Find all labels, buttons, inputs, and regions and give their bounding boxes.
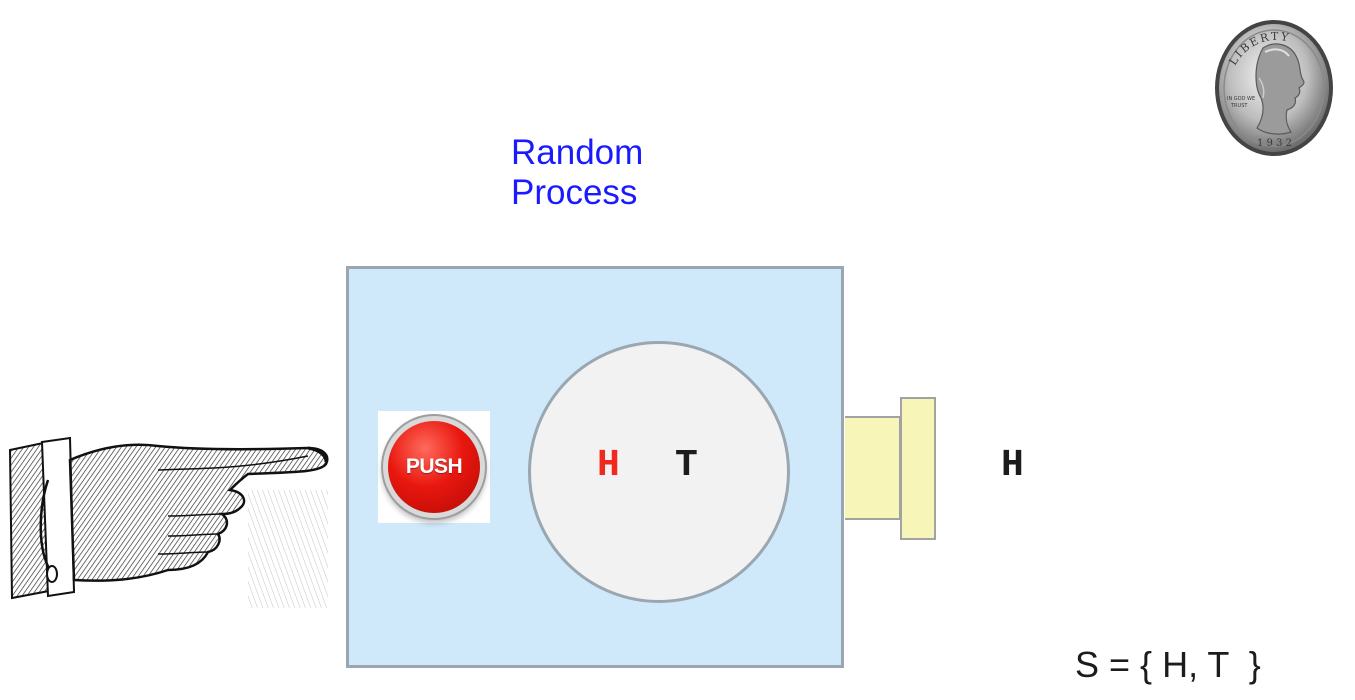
svg-text:TRUST: TRUST (1230, 103, 1248, 109)
quarter-coin-icon: LIBERTY IN GOD WE TRUST 1 9 3 2 (1215, 20, 1333, 156)
outcome-drum (528, 341, 790, 603)
svg-text:1 9 3 2: 1 9 3 2 (1257, 138, 1292, 149)
pointing-hand-icon (8, 436, 329, 608)
output-result: H (1001, 444, 1024, 487)
sample-space-label: S = { H, T } (1075, 644, 1261, 685)
push-button-label: PUSH (405, 455, 463, 478)
svg-text:IN GOD WE: IN GOD WE (1227, 96, 1255, 102)
output-chute (845, 416, 901, 520)
output-chute-lip (900, 397, 936, 540)
outcome-heads: H (597, 444, 620, 487)
title-line-2: Process (511, 173, 638, 212)
outcome-tails: T (675, 444, 698, 487)
title-line-1: Random (511, 133, 644, 172)
diagram-title: Random Process (511, 133, 771, 213)
push-button[interactable]: PUSH (388, 421, 480, 513)
